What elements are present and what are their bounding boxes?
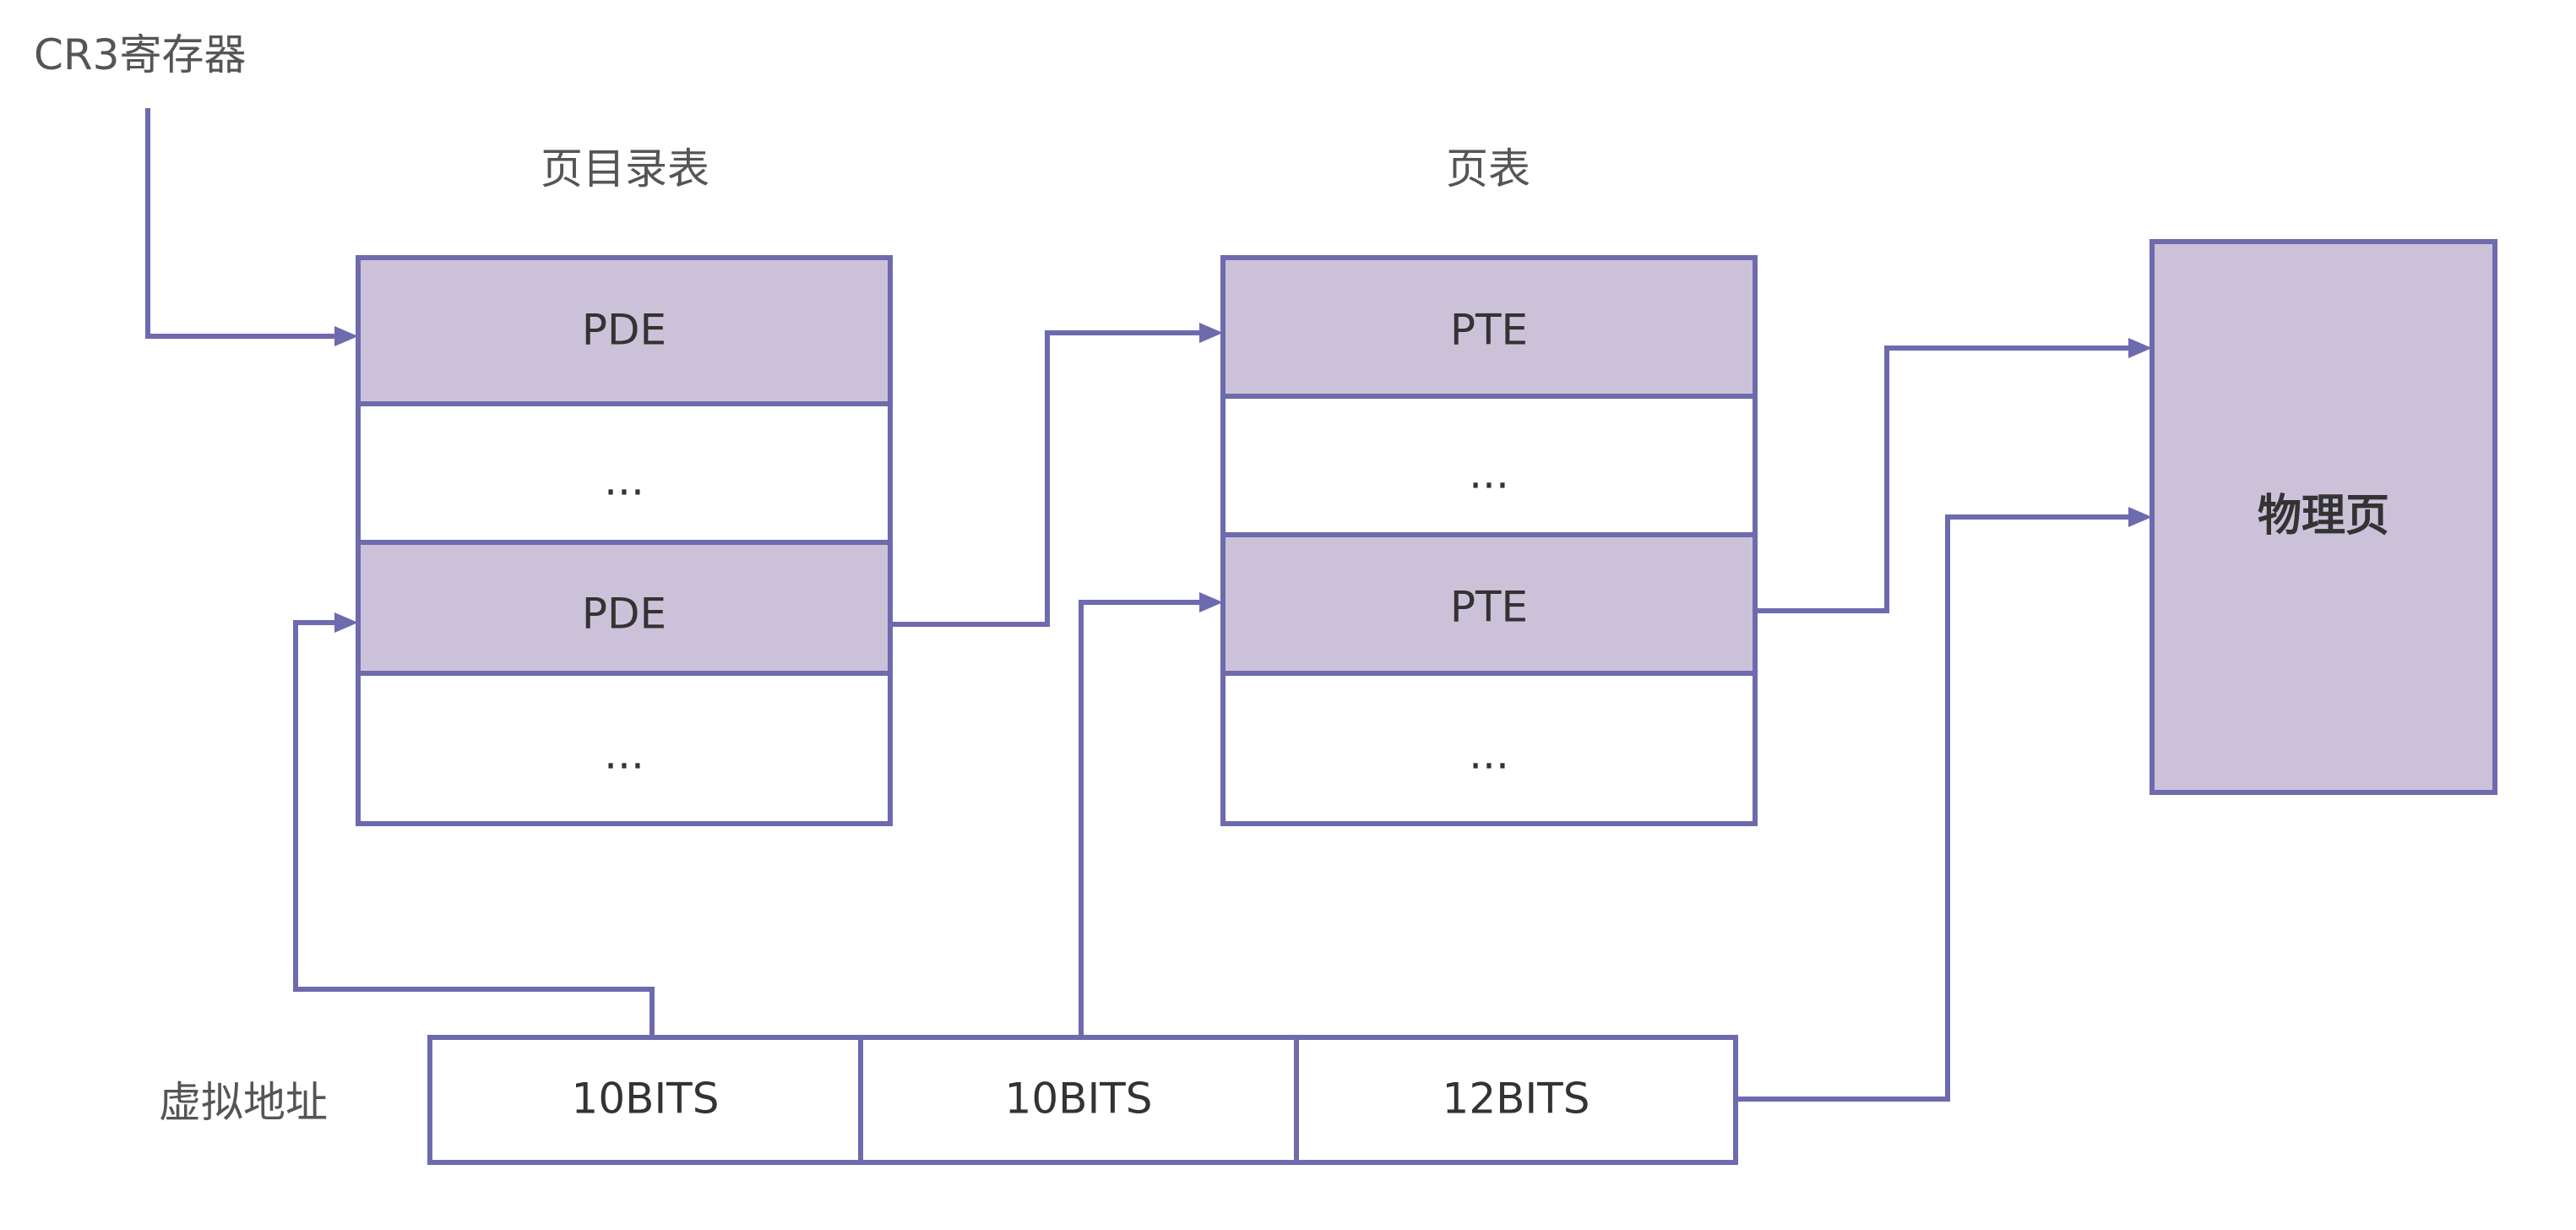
virtual-address-field: [427, 1035, 863, 1165]
bits-field-label: 10BITS: [572, 1075, 720, 1124]
offset-arrow-line: [1736, 514, 2130, 1102]
physical-page: 物理页: [2149, 239, 2497, 795]
bits-field-label: 12BITS: [1443, 1075, 1590, 1124]
page-table-row: [1220, 394, 1758, 537]
page-directory-table: PDE ... PDE ...: [356, 255, 893, 826]
virtual-address-bar: 10BITS 10BITS 12BITS: [427, 1035, 1738, 1165]
pde-entry-label: PDE: [582, 590, 666, 639]
virtual-address-field: [1294, 1035, 1738, 1165]
arrowhead: [2128, 338, 2152, 358]
page-table-row: [1220, 671, 1758, 826]
page-directory-row: [356, 255, 893, 406]
arrowhead: [1199, 592, 1223, 612]
pde-to-pte-arrow-line: [890, 330, 1201, 627]
arrowhead: [2128, 507, 2152, 527]
page-table-title: 页表: [1446, 144, 1530, 193]
bits-field-label: 10BITS: [1005, 1075, 1153, 1124]
pde-entry-label: PDE: [582, 306, 666, 355]
arrowhead: [334, 612, 358, 633]
page-directory-row: [356, 671, 893, 826]
ellipsis-label: ...: [1469, 449, 1509, 498]
ellipsis-label: ...: [604, 730, 644, 779]
page-directory-title: 页目录表: [541, 144, 709, 193]
pte-entry-label: PTE: [1450, 583, 1528, 632]
dir-index-arrow-line: [293, 620, 655, 1037]
page-directory-row: [356, 401, 893, 545]
page-table: PTE ... PTE ...: [1220, 255, 1758, 826]
ellipsis-label: ...: [1469, 730, 1509, 779]
ellipsis-label: ...: [604, 456, 644, 505]
virtual-address-label: 虚拟地址: [159, 1078, 328, 1127]
pte-to-physical-arrow-line: [1755, 346, 2130, 613]
cr3-register-label: CR3寄存器: [34, 30, 246, 79]
arrowhead: [1199, 323, 1223, 343]
table-index-arrow-line: [1079, 600, 1201, 1037]
cr3-arrow-line: [145, 108, 336, 339]
connectors: [145, 108, 2152, 1102]
pte-entry-label: PTE: [1450, 306, 1528, 355]
arrowhead: [334, 326, 358, 346]
physical-page-label: 物理页: [2258, 491, 2389, 542]
